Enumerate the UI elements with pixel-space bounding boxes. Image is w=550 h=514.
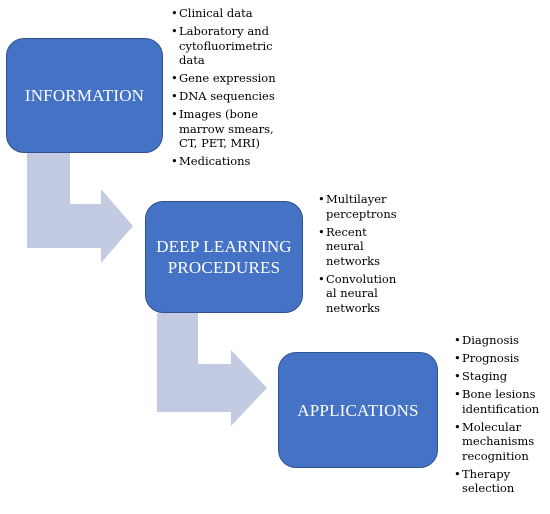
list-item: •Bone lesions identification bbox=[454, 387, 540, 416]
arrow-information-to-deep-learning bbox=[27, 153, 133, 263]
deep-learning-label: DEEP LEARNING PROCEDURES bbox=[156, 237, 292, 277]
arrow-deep-learning-to-applications bbox=[157, 313, 267, 426]
list-item: •Clinical data bbox=[171, 6, 253, 20]
list-item: •Recent neural networks bbox=[318, 224, 380, 268]
list-item: •Convolution al neural networks bbox=[318, 271, 397, 315]
deep-learning-node: DEEP LEARNING PROCEDURES bbox=[145, 201, 303, 313]
list-item: •Therapy selection bbox=[454, 466, 515, 496]
list-item: •Gene expression bbox=[171, 71, 276, 85]
list-item: •Molecular mechanisms recognition bbox=[454, 419, 535, 463]
deep-learning-items-list: •Multilayer perceptrons •Recent neural n… bbox=[318, 192, 398, 319]
list-item: •Medications bbox=[171, 154, 251, 168]
applications-label: APPLICATIONS bbox=[297, 400, 419, 420]
applications-items-list: •Diagnosis •Prognosis •Staging •Bone les… bbox=[454, 333, 549, 499]
applications-node: APPLICATIONS bbox=[278, 352, 438, 468]
list-item: •Diagnosis bbox=[454, 333, 519, 347]
list-item: •Images (bone marrow smears, CT, PET, MR… bbox=[171, 107, 274, 150]
list-item: •Staging bbox=[454, 369, 508, 383]
information-items-list: •Clinical data •Laboratory and cytofluor… bbox=[171, 6, 291, 172]
list-item: •Multilayer perceptrons bbox=[318, 192, 397, 221]
information-node: INFORMATION bbox=[6, 38, 163, 153]
information-label: INFORMATION bbox=[24, 86, 145, 105]
list-item: •Prognosis bbox=[454, 351, 520, 365]
list-item: •DNA sequencies bbox=[171, 89, 275, 103]
list-item: •Laboratory and cytofluorimetric data bbox=[171, 24, 273, 67]
